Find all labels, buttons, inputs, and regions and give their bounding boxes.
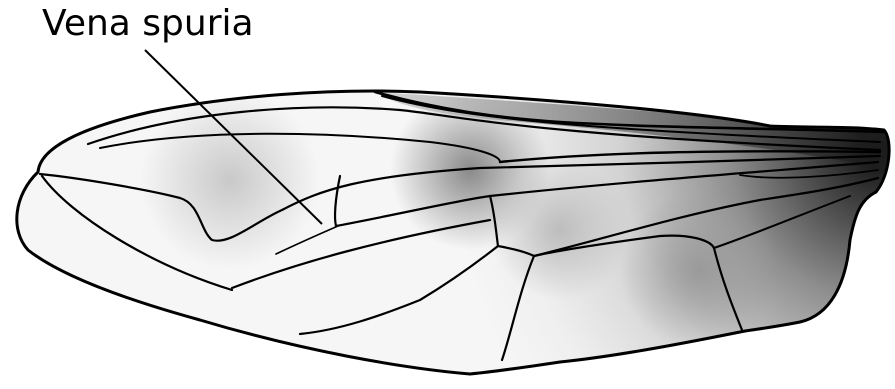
vena-spuria-label: Vena spuria (42, 2, 254, 46)
